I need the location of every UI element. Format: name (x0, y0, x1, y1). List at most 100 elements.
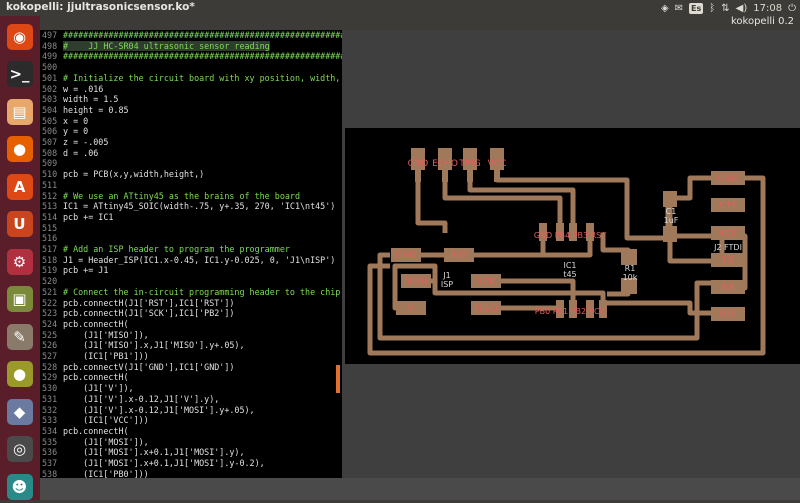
code-line[interactable]: 525 (J1['MISO']), (40, 330, 342, 341)
launcher-item[interactable]: U (3, 208, 36, 241)
gimp-icon: ✎ (6, 323, 33, 350)
line-number: 528 (42, 361, 58, 372)
line-number: 532 (42, 404, 58, 415)
code-line[interactable]: 535 (J1['MOSI']), (40, 437, 342, 448)
launcher-item[interactable]: ◉ (3, 20, 36, 53)
ftdi-pin-label: GND (718, 174, 739, 184)
isp-pin-label: MISO (474, 304, 497, 314)
launcher-item[interactable]: ◆ (3, 395, 36, 428)
header-pin-label: GND (408, 159, 429, 169)
code-line[interactable]: 526 (J1['MISO'].x,J1['MISO'].y+.05), (40, 340, 342, 351)
code-line[interactable]: 521# Connect the in-circuit programming … (40, 287, 342, 298)
code-line[interactable]: 519 pcb += J1 (40, 265, 342, 276)
launcher-item[interactable]: ● (3, 358, 36, 391)
code-editor[interactable]: 497#####################################… (40, 30, 342, 478)
code-line[interactable]: 538 (IC1['PB0'])) (40, 469, 342, 478)
launcher-item[interactable]: >_ (3, 58, 36, 91)
code-text: (IC1['VCC'])) (63, 415, 149, 426)
editor-scroll-indicator[interactable] (336, 365, 340, 393)
line-number: 500 (42, 62, 58, 73)
line-number: 503 (42, 94, 58, 105)
launcher-item[interactable]: A (3, 170, 36, 203)
line-number: 506 (42, 126, 58, 137)
network-icon[interactable]: ⇅ (721, 2, 730, 14)
code-line[interactable]: 536 (J1['MOSI'].x+0.1,J1['MOSI'].y), (40, 447, 342, 458)
ftdi-pin-label: RX (722, 283, 734, 293)
window-title: kokopelli: jjultrasonicsensor.ko* (6, 1, 195, 13)
code-text: pcb.connectH( (63, 425, 129, 436)
code-line[interactable]: 501# Initialize the circuit board with x… (40, 73, 342, 84)
resistor-pad (621, 278, 637, 294)
launcher-item[interactable]: ☻ (3, 470, 36, 503)
code-text: (J1['V'].x-0.12,J1['V'].y), (63, 393, 220, 404)
code-line[interactable]: 528 pcb.connectV(J1['GND'],IC1['GND']) (40, 362, 342, 373)
code-line[interactable]: 530 (J1['V']), (40, 383, 342, 394)
code-line[interactable]: 499#####################################… (40, 51, 342, 62)
code-line[interactable]: 509 (40, 158, 342, 169)
code-line[interactable]: 516 (40, 233, 342, 244)
code-line[interactable]: 517# Add an ISP header to program the pr… (40, 244, 342, 255)
code-line[interactable]: 520 (40, 276, 342, 287)
mail-icon[interactable]: ✉ (674, 2, 684, 14)
code-text: pcb.connectH( (63, 318, 129, 329)
launcher-item[interactable]: ⚙ (3, 245, 36, 278)
code-line[interactable]: 537 (J1['MOSI'].x+0.1,J1['MOSI'].y-0.2), (40, 458, 342, 469)
terminal-icon: >_ (6, 61, 33, 87)
code-line[interactable]: 511 (40, 180, 342, 191)
launcher-item[interactable]: ▤ (3, 95, 36, 128)
code-text: d = .06 (63, 147, 99, 158)
code-line[interactable]: 532 (J1['V'].x-0.12,J1['MOSI'].y+.05), (40, 405, 342, 416)
ftdi-pin-label: CTS (719, 201, 737, 211)
code-line[interactable]: 512# We use an ATtiny45 as the brains of… (40, 191, 342, 202)
code-text: pcb.connectH( (63, 372, 129, 383)
keyboard-layout-indicator[interactable]: Es (689, 2, 704, 14)
line-number: 525 (42, 329, 58, 340)
line-number: 516 (42, 233, 58, 244)
code-line[interactable]: 527 (IC1['PB1'])) (40, 351, 342, 362)
launcher-item[interactable]: ● (3, 133, 36, 166)
bluetooth-icon[interactable]: ᛒ (709, 2, 716, 14)
launcher-item[interactable]: ▣ (3, 283, 36, 316)
code-line[interactable]: 498# JJ HC-SR04 ultrasonic sensor readin… (40, 40, 342, 52)
code-line[interactable]: 515 (40, 223, 342, 234)
code-text: pcb.connectV(J1['GND'],IC1['GND']) (63, 361, 235, 372)
code-line[interactable]: 533 (IC1['VCC'])) (40, 415, 342, 426)
code-line[interactable]: 531 (J1['V'].x-0.12,J1['V'].y), (40, 394, 342, 405)
line-number: 537 (42, 458, 58, 468)
firefox-icon: ● (6, 136, 33, 162)
code-line[interactable]: 497#####################################… (40, 30, 342, 41)
code-text: pcb += J1 (63, 265, 109, 276)
code-text: (IC1['PB1'])) (63, 351, 149, 361)
launcher-item[interactable]: ✎ (3, 320, 36, 353)
line-number: 513 (42, 201, 58, 212)
launcher-item[interactable]: ◎ (3, 433, 36, 466)
clock[interactable]: 17:08 (753, 2, 783, 14)
power-icon[interactable]: ⏻ (788, 2, 796, 14)
code-line[interactable]: 500 (40, 62, 342, 73)
line-number: 519 (42, 265, 58, 276)
ftdi-part-label: J2 FTDI (713, 243, 742, 252)
line-number: 533 (42, 415, 58, 426)
line-number: 517 (42, 244, 58, 254)
volume-icon[interactable]: ◀) (735, 2, 748, 14)
dropbox-icon[interactable]: ◈ (660, 2, 669, 14)
